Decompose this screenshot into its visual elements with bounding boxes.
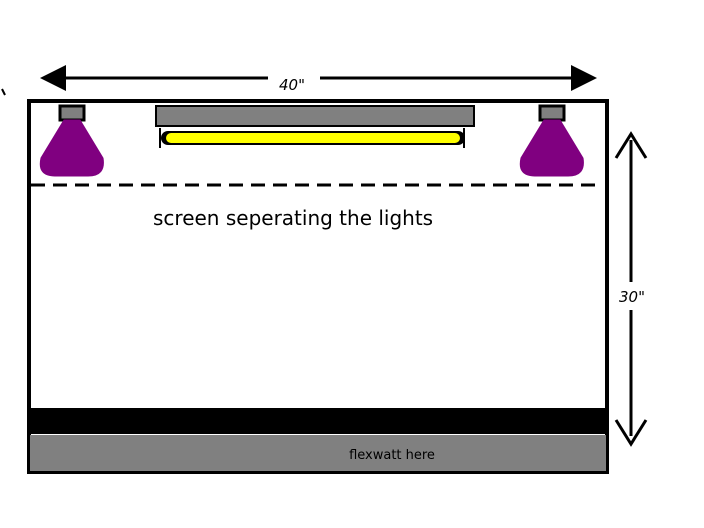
screen-label: screen seperating the lights <box>153 206 433 230</box>
arrowhead-up <box>614 131 648 159</box>
height-dimension-arrow: 30" <box>614 131 648 447</box>
substrate-band <box>30 408 606 434</box>
left-lamp-shade <box>39 119 104 177</box>
flexwatt-label: flexwatt here <box>349 448 435 463</box>
right-lamp-socket <box>538 104 566 122</box>
heat-lamp-icon <box>519 104 584 177</box>
left-lamp-socket <box>58 104 86 122</box>
fluorescent-tube-icon <box>155 105 475 148</box>
heat-lamp-icon <box>39 104 104 177</box>
tube-bulb <box>166 133 460 143</box>
tube-fixture-housing <box>155 105 475 127</box>
width-dimension-arrow: 40" <box>40 65 597 94</box>
arrowhead-down <box>614 419 648 447</box>
flexwatt-strip <box>30 435 606 471</box>
height-label: 30" <box>619 288 645 306</box>
arrowhead-right <box>571 65 597 91</box>
right-lamp-shade <box>519 119 584 177</box>
arrowhead-left <box>40 65 66 91</box>
width-label: 40" <box>279 76 305 94</box>
stray-mark <box>1 88 6 96</box>
